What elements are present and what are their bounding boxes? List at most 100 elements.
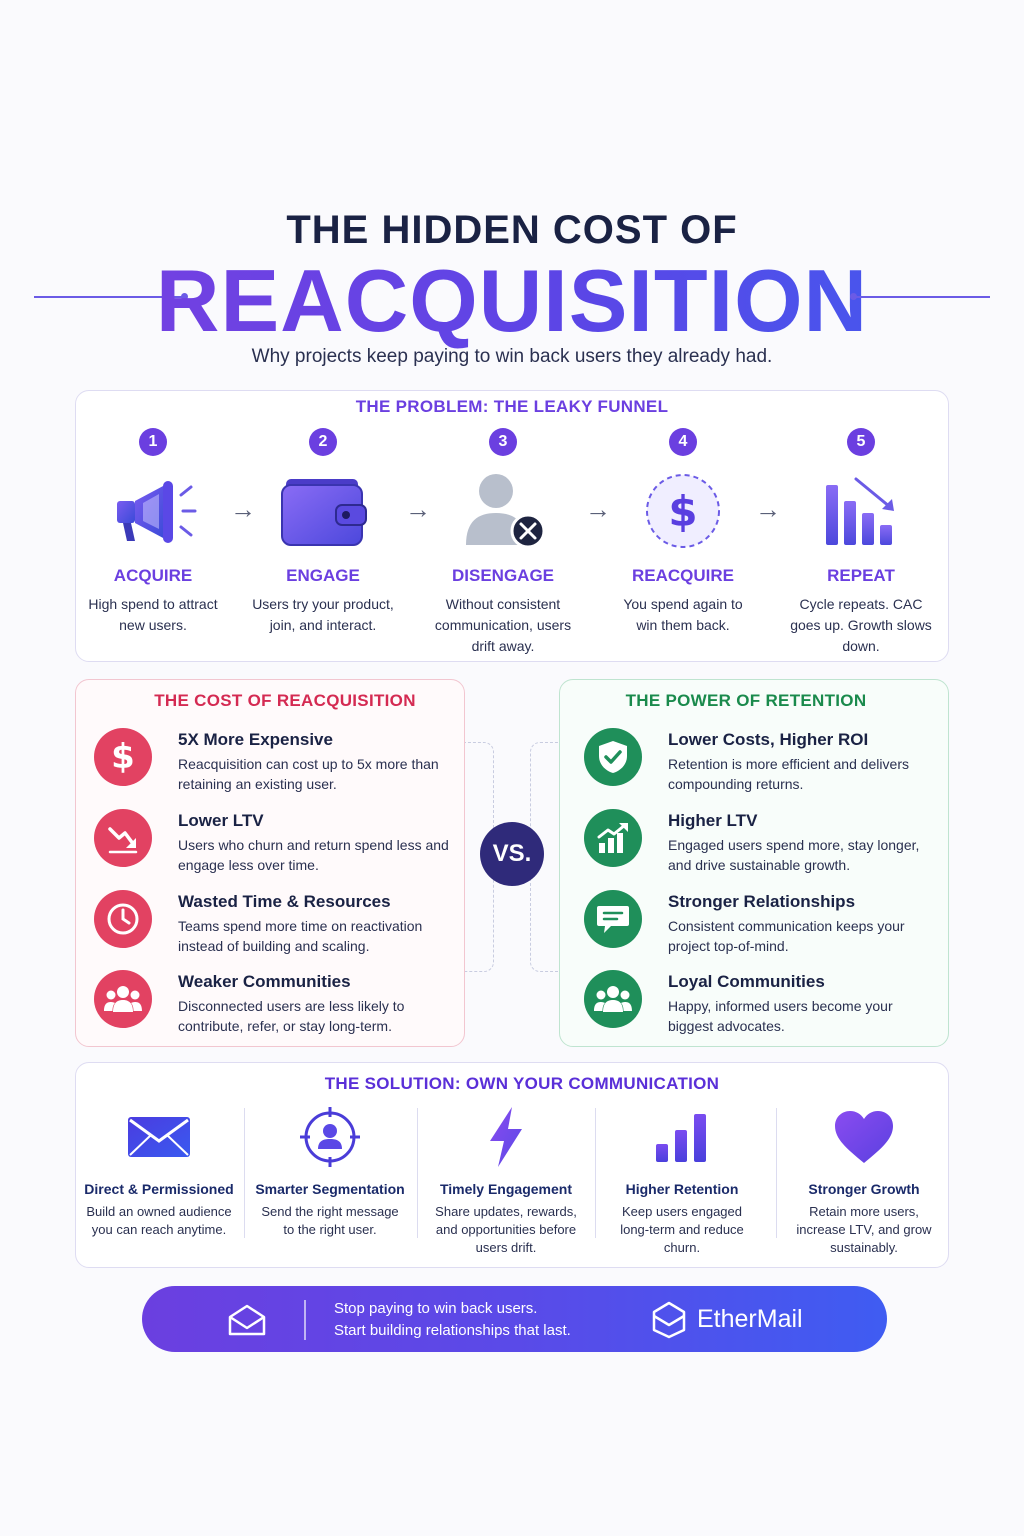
- solution-item-title: Timely Engagement: [439, 1181, 572, 1197]
- solution-card: [75, 1062, 949, 1268]
- funnel-step-disengage: 3 DISENGAGE Without consistent communica…: [418, 428, 588, 657]
- solution-divider: [776, 1108, 777, 1238]
- cost-item-desc: Users who churn and return spend less an…: [178, 837, 449, 873]
- subtitle: Why projects keep paying to win back use…: [251, 346, 773, 367]
- mail-open-icon: [227, 1303, 267, 1342]
- funnel-step-engage: 2 ENGAGE Users try your product, join, a…: [238, 428, 408, 636]
- arrow-icon: →: [405, 494, 431, 524]
- cost-item: $ 5X More Expensive Reacquisition can co…: [94, 728, 454, 794]
- retention-item-title: Higher LTV: [668, 811, 758, 830]
- cost-item-desc: Disconnected users are less likely to co…: [178, 998, 405, 1034]
- step-number: 2: [309, 428, 337, 456]
- solution-item-desc: Retain more users, increase LTV, and gro…: [796, 1204, 932, 1255]
- step-description: Users try your product, join, and intera…: [252, 596, 394, 633]
- solution-item-desc: Share updates, rewards, and opportunitie…: [435, 1204, 577, 1255]
- cost-item-title: Wasted Time & Resources: [178, 892, 391, 911]
- title-divider-left: [34, 296, 184, 298]
- cost-item-title: Weaker Communities: [178, 972, 351, 991]
- step-description: You spend again to win them back.: [623, 596, 743, 633]
- cost-item-desc: Teams spend more time on reactivation in…: [178, 918, 423, 954]
- step-number: 1: [139, 428, 167, 456]
- ethermail-logo-icon: [650, 1301, 688, 1344]
- step-number: 4: [669, 428, 697, 456]
- declining-bars-icon: [776, 466, 946, 556]
- retention-item-title: Loyal Communities: [668, 972, 825, 991]
- user-removed-icon: [418, 466, 588, 556]
- chat-icon: [584, 890, 642, 948]
- wallet-icon: [238, 466, 408, 556]
- retention-item-title: Stronger Relationships: [668, 892, 856, 911]
- retention-item: Stronger Relationships Consistent commun…: [584, 890, 940, 956]
- cost-item: Lower LTV Users who churn and return spe…: [94, 809, 454, 875]
- funnel-step-reacquire: 4 $ REACQUIRE You spend again to win the…: [598, 428, 768, 636]
- retention-item-desc: Consistent communication keeps your proj…: [668, 918, 905, 954]
- solution-item-title: Smarter Segmentation: [255, 1181, 405, 1197]
- step-description: Cycle repeats. CAC goes up. Growth slows…: [790, 596, 932, 654]
- footer-line-2: Start building relationships that last.: [334, 1322, 571, 1339]
- vs-badge: VS.: [480, 822, 544, 886]
- solution-item-segmentation: Smarter Segmentation Send the right mess…: [255, 1105, 405, 1239]
- solution-item-desc: Build an owned audience you can reach an…: [86, 1204, 232, 1237]
- dollar-coin-icon: $: [598, 466, 768, 556]
- retention-heading: THE POWER OF RETENTION: [625, 691, 867, 710]
- step-label: DISENGAGE: [451, 566, 555, 585]
- trend-down-icon: [94, 809, 152, 867]
- step-number: 5: [847, 428, 875, 456]
- step-label: REACQUIRE: [631, 566, 734, 585]
- growth-chart-icon: [584, 809, 642, 867]
- step-number: 3: [489, 428, 517, 456]
- retention-item-desc: Retention is more efficient and delivers…: [668, 756, 909, 792]
- solution-item-retention: Higher Retention Keep users engaged long…: [606, 1105, 758, 1257]
- group-icon: [584, 970, 642, 1028]
- footer-tagline: Stop paying to win back users. Start bui…: [334, 1298, 634, 1342]
- title-divider-left-dot: [181, 293, 188, 300]
- lightning-icon: [428, 1105, 584, 1169]
- step-description: High spend to attract new users.: [88, 596, 218, 633]
- retention-item-desc: Engaged users spend more, stay longer, a…: [668, 837, 920, 873]
- footer-divider: [304, 1300, 306, 1340]
- group-icon: [94, 970, 152, 1028]
- step-label: ACQUIRE: [113, 566, 193, 585]
- solution-divider: [417, 1108, 418, 1238]
- cost-item: Weaker Communities Disconnected users ar…: [94, 970, 454, 1036]
- clock-icon: [94, 890, 152, 948]
- solution-heading: THE SOLUTION: OWN YOUR COMMUNICATION: [324, 1074, 720, 1093]
- footer-line-1: Stop paying to win back users.: [334, 1300, 538, 1317]
- retention-item-title: Lower Costs, Higher ROI: [668, 730, 869, 749]
- brand-name: EtherMail: [697, 1305, 803, 1333]
- arrow-icon: →: [755, 494, 781, 524]
- dollar-icon: $: [94, 728, 152, 786]
- arrow-icon: →: [230, 494, 256, 524]
- title-divider-right: [853, 296, 990, 298]
- funnel-step-acquire: 1 ACQUIRE High spend to attract new user…: [68, 428, 238, 636]
- retention-item: Loyal Communities Happy, informed users …: [584, 970, 940, 1036]
- solution-item-title: Higher Retention: [625, 1181, 739, 1197]
- cost-item: Wasted Time & Resources Teams spend more…: [94, 890, 454, 956]
- solution-item-title: Stronger Growth: [808, 1181, 920, 1197]
- page-title: REACQUISITION: [0, 250, 1024, 352]
- shield-check-icon: [584, 728, 642, 786]
- title-top: THE HIDDEN COST OF: [286, 208, 738, 252]
- step-label: REPEAT: [827, 566, 895, 585]
- solution-item-title: Direct & Permissioned: [84, 1181, 234, 1197]
- retention-item: Lower Costs, Higher ROI Retention is mor…: [584, 728, 940, 794]
- solution-item-desc: Send the right message to the right user…: [261, 1204, 399, 1237]
- step-label: ENGAGE: [286, 566, 360, 585]
- heart-icon: [786, 1105, 942, 1169]
- solution-divider: [244, 1108, 245, 1238]
- envelope-icon: [84, 1105, 234, 1169]
- problem-heading: THE PROBLEM: THE LEAKY FUNNEL: [355, 397, 669, 416]
- target-user-icon: [255, 1105, 405, 1169]
- footer-banner: [142, 1286, 887, 1352]
- solution-divider: [595, 1108, 596, 1238]
- funnel-step-repeat: 5 REPEAT Cycle repeats. CAC goes up. Gro…: [776, 428, 946, 657]
- svg-text:$: $: [668, 487, 697, 536]
- solution-item-direct: Direct & Permissioned Build an owned aud…: [84, 1105, 234, 1239]
- solution-item-desc: Keep users engaged long-term and reduce …: [620, 1204, 744, 1255]
- arrow-icon: →: [585, 494, 611, 524]
- cost-item-title: Lower LTV: [178, 811, 264, 830]
- retention-item: Higher LTV Engaged users spend more, sta…: [584, 809, 940, 875]
- cost-item-desc: Reacquisition can cost up to 5x more tha…: [178, 756, 439, 792]
- bar-chart-icon: [606, 1105, 758, 1169]
- solution-item-growth: Stronger Growth Retain more users, incre…: [786, 1105, 942, 1257]
